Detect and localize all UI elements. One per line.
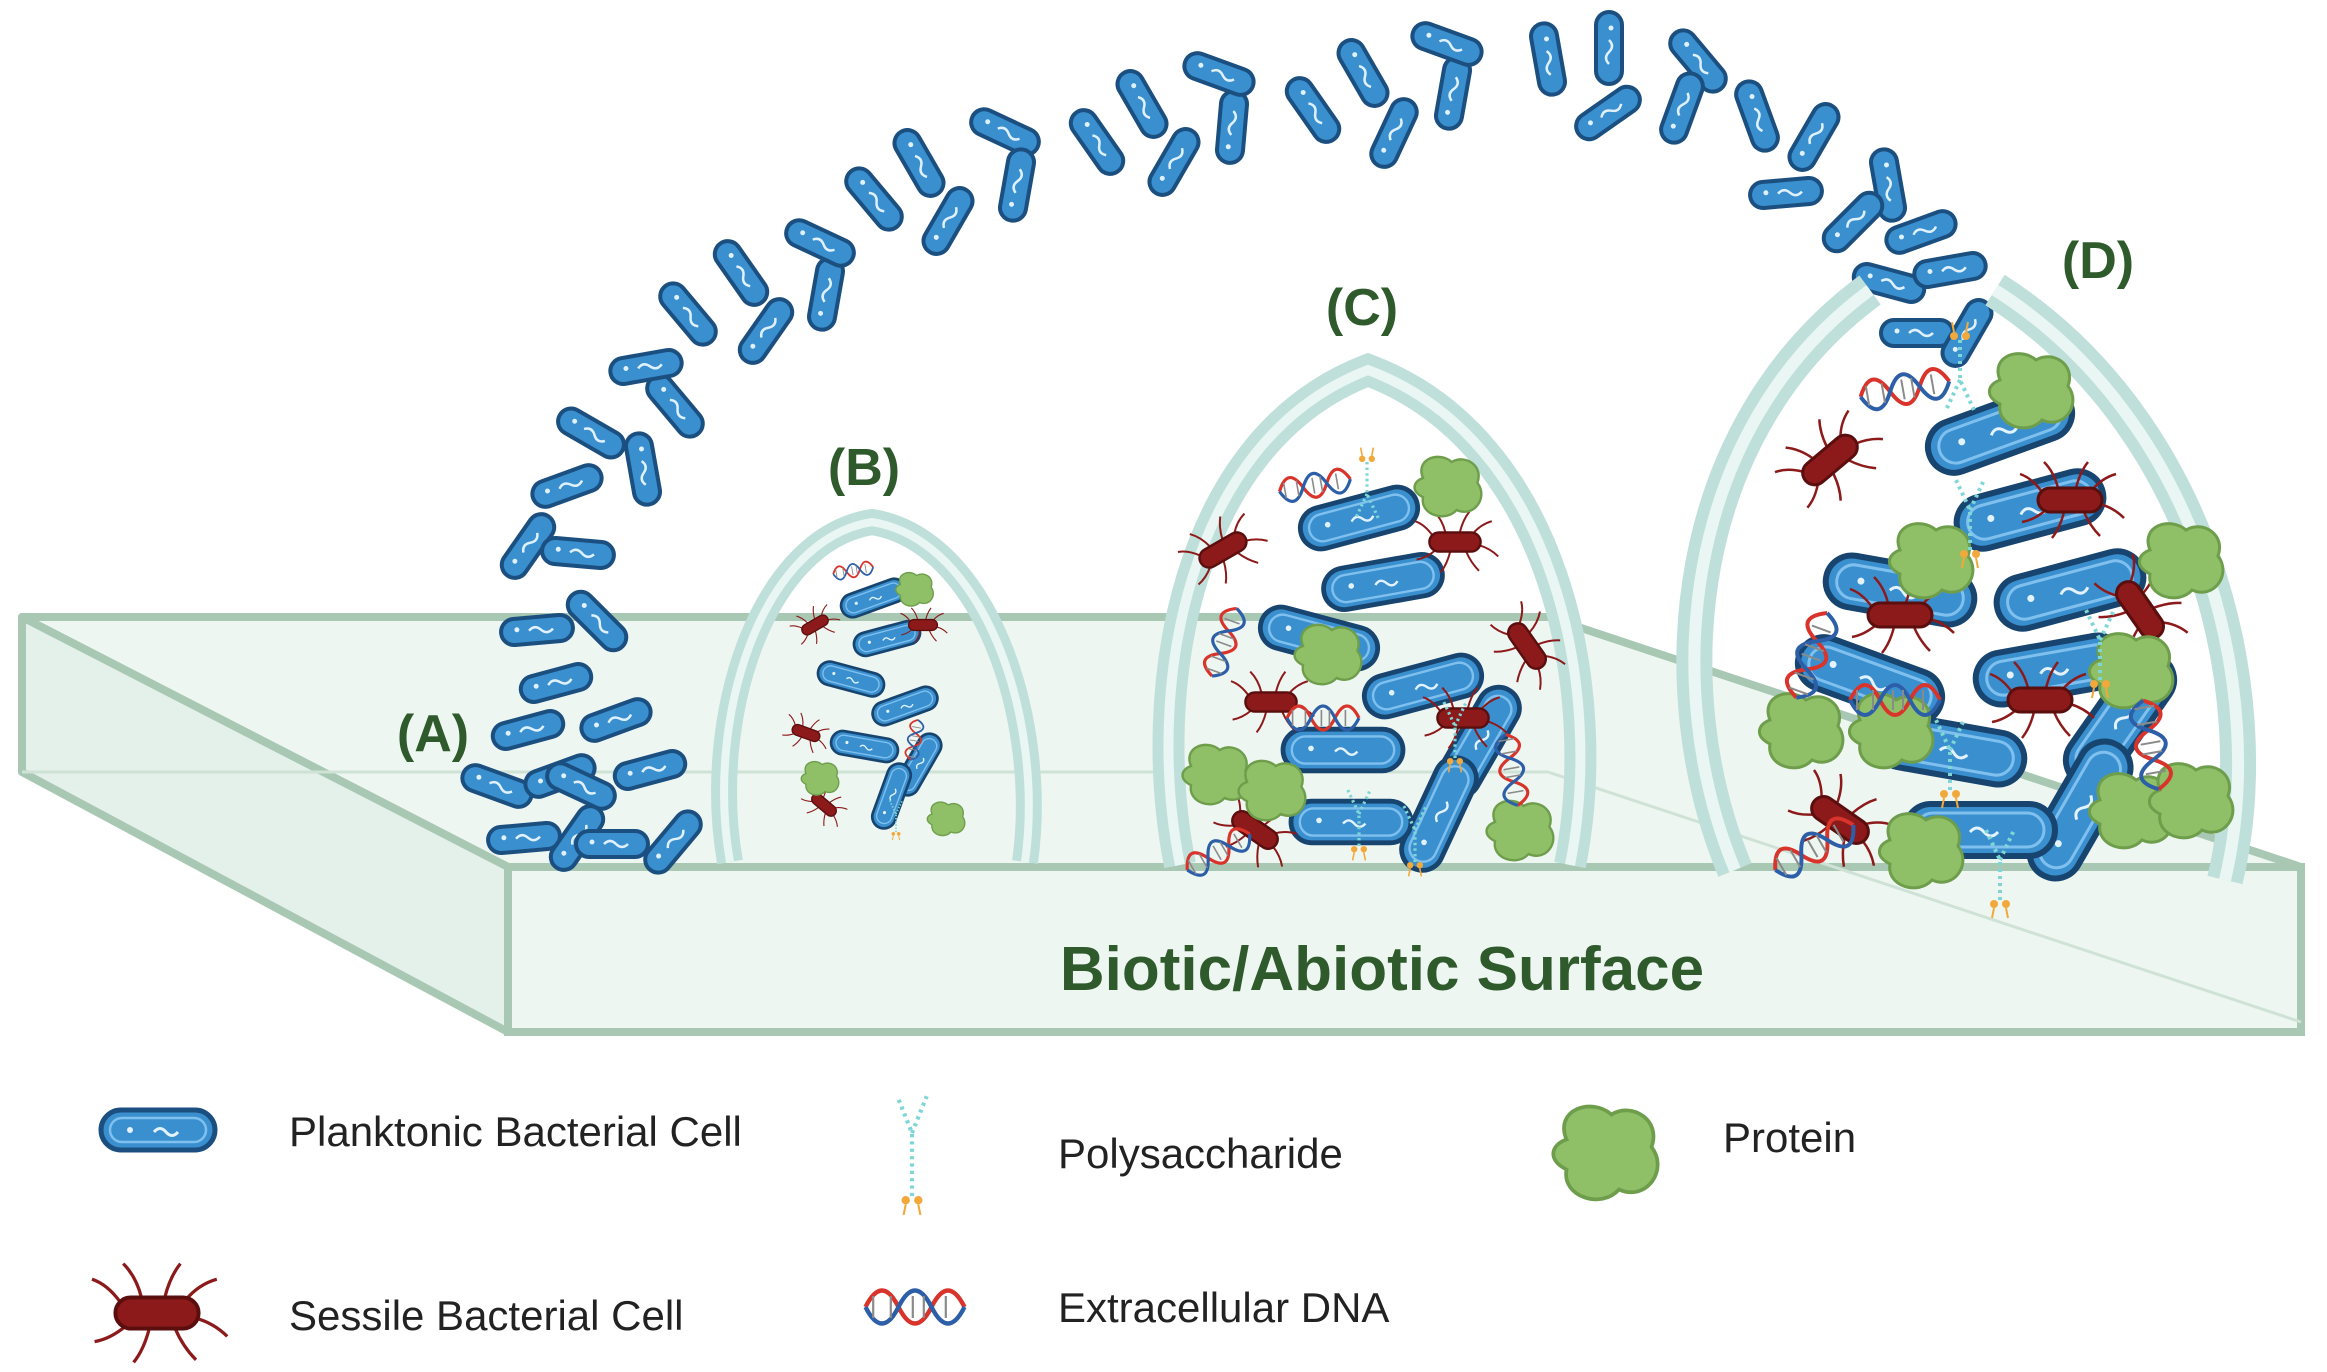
legend-planktonic-label: Planktonic Bacterial Cell (289, 1108, 742, 1155)
dna-helix-icon (866, 1291, 965, 1324)
polysaccharide-icon (895, 1095, 929, 1216)
legend-sessile-label: Sessile Bacterial Cell (289, 1292, 684, 1339)
sessile-cell-icon (90, 1261, 230, 1365)
protein-icon (1551, 1104, 1660, 1202)
stage-label-b: (B) (828, 439, 900, 497)
legend-polysaccharide-label: Polysaccharide (1058, 1130, 1343, 1177)
biofilm-stage-b (711, 508, 1042, 865)
legend-protein-label: Protein (1723, 1114, 1856, 1161)
biofilm-stage-c (1152, 352, 1597, 882)
legend-dna-label: Extracellular DNA (1058, 1284, 1389, 1331)
planktonic-cell-icon (98, 1107, 218, 1153)
biofilm-stage-d (1676, 274, 2257, 920)
legend: Planktonic Bacterial Cell Sessile Bacter… (90, 1095, 1856, 1365)
stage-label-a: (A) (397, 705, 469, 763)
stage-label-c: (C) (1326, 279, 1398, 337)
stage-label-d: (D) (2062, 232, 2134, 290)
surface-label: Biotic/Abiotic Surface (1060, 935, 1704, 1004)
